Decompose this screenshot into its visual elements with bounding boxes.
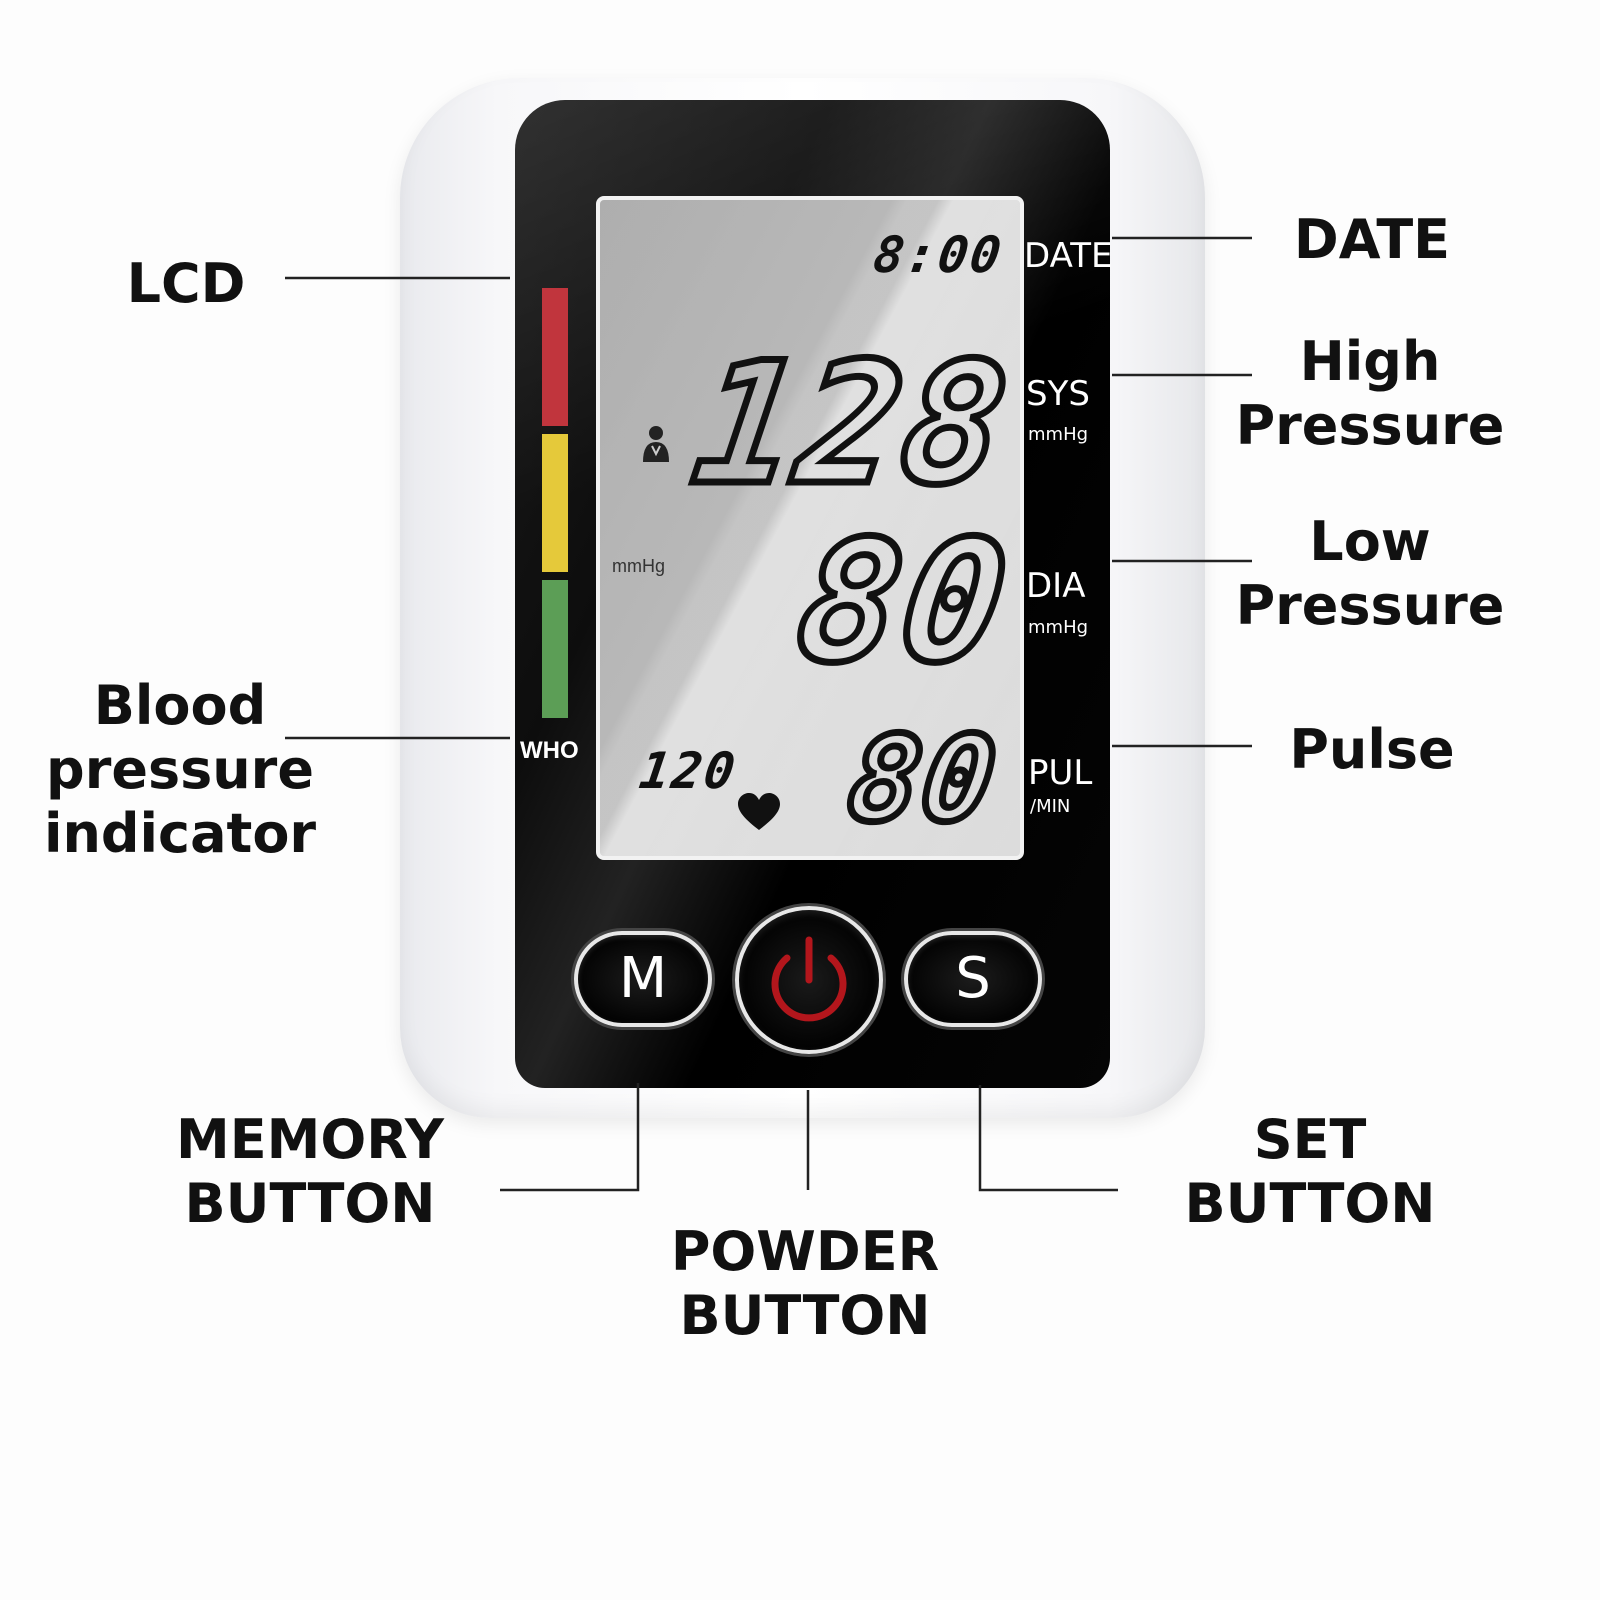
- set-button[interactable]: S: [904, 931, 1042, 1027]
- face-label-dia-unit: mmHg: [1028, 617, 1089, 638]
- callout-power-button: POWDER BUTTON: [670, 1220, 940, 1347]
- face-label-sys: SYS: [1026, 374, 1090, 414]
- callout-high-pressure: High Pressure: [1235, 330, 1505, 457]
- heart-icon: [738, 793, 780, 830]
- face-label-sys-unit: mmHg: [1028, 424, 1089, 445]
- callout-date: DATE: [1293, 208, 1451, 271]
- callout-set-button: SET BUTTON: [1184, 1108, 1436, 1235]
- leader-line-memory: [500, 1083, 640, 1192]
- user-icon: [643, 426, 669, 462]
- power-button[interactable]: [735, 906, 883, 1054]
- indicator-green: [542, 580, 568, 718]
- face-label-pul-unit: /MIN: [1030, 796, 1071, 817]
- indicator-red: [542, 288, 568, 426]
- callout-low-pressure: Low Pressure: [1235, 510, 1505, 637]
- callout-indicator: Blood pressure indicator: [43, 674, 317, 865]
- leader-line-set: [978, 1085, 1118, 1192]
- who-label: WHO: [520, 737, 579, 764]
- power-icon: [771, 936, 847, 1022]
- face-label-dia: DIA: [1026, 566, 1086, 606]
- lcd-unit-small: mmHg: [612, 556, 665, 576]
- callout-lcd: LCD: [126, 252, 246, 315]
- memory-button[interactable]: M: [574, 931, 712, 1027]
- face-label-pul: PUL: [1028, 753, 1093, 793]
- callout-memory-button: MEMORY BUTTON: [176, 1108, 444, 1235]
- indicator-yellow: [542, 434, 568, 572]
- face-label-date: DATE: [1024, 236, 1113, 276]
- callout-pulse: Pulse: [1289, 718, 1455, 781]
- lcd-screen: 8:00 128 mmHg 80 120 80: [596, 196, 1024, 860]
